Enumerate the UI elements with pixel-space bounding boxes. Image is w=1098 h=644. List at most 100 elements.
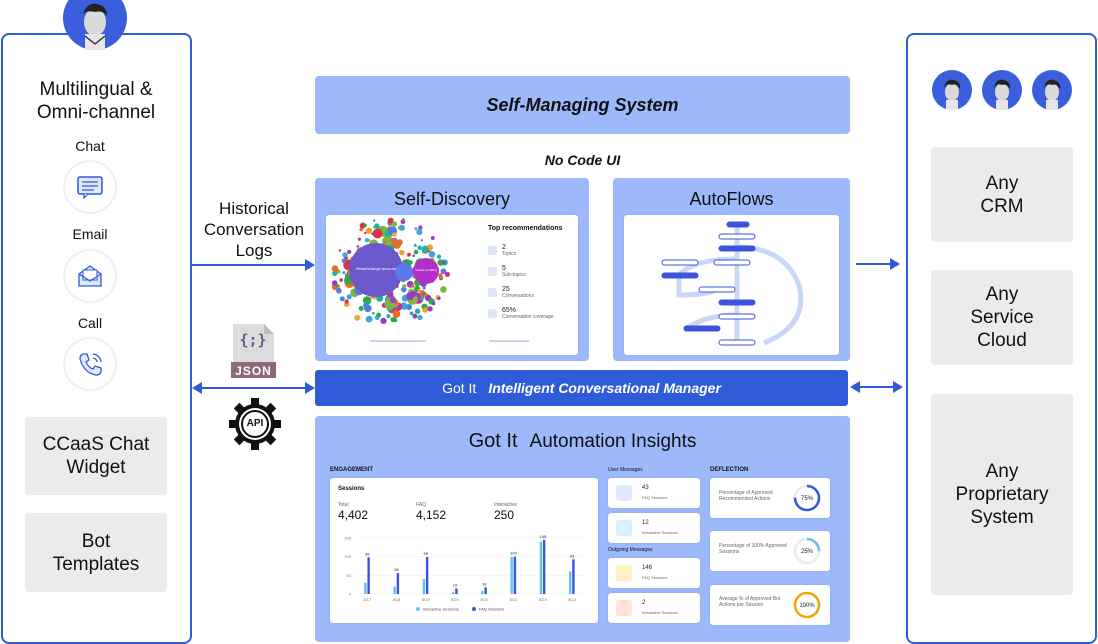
bubble: [356, 245, 360, 248]
any-proprietary-system-card[interactable]: Any Proprietary System: [931, 394, 1073, 595]
insights-header: Got It Automation Insights: [315, 430, 850, 453]
x-tick-label: 8/23: [539, 597, 548, 602]
chat-bubble-icon: [616, 520, 632, 536]
deflection-card-1: Percentage of Approved Recommended Actio…: [710, 478, 830, 518]
any-service-cloud-card[interactable]: Any Service Cloud: [931, 270, 1073, 365]
bubble: [418, 225, 423, 230]
deflection-gauge: 25%: [793, 537, 821, 565]
arrowhead-right-3: [890, 258, 900, 270]
bubble: [363, 223, 367, 227]
bar: [451, 592, 455, 594]
bubble: [365, 315, 373, 323]
bubble-big-label: Reset/change account: [356, 266, 396, 271]
autoflows-preview: [624, 215, 839, 355]
bubble: [342, 252, 348, 258]
data-label: 15: [453, 582, 458, 587]
bubble: [380, 317, 387, 324]
bubble: [359, 227, 363, 232]
bubble: [347, 249, 352, 254]
deflection-card-2: Percentage of 100% Approved Sessions 25%: [710, 531, 830, 571]
top-recommendations-title: Top recommendations: [488, 225, 563, 232]
channel-label-email: Email: [72, 226, 108, 242]
bubble: [402, 284, 407, 289]
bubble: [442, 260, 446, 265]
bubble: [389, 297, 396, 304]
bubble: [422, 286, 426, 290]
bubble: [430, 236, 435, 240]
bubble: [428, 251, 436, 258]
bubble: [392, 310, 401, 318]
data-label: 99: [424, 551, 429, 556]
metric-label: FAQ: [416, 502, 427, 508]
bar: [539, 541, 543, 594]
stat-value: 65%: [502, 307, 517, 314]
bubble: [431, 301, 436, 306]
gauge-value: 25%: [801, 549, 814, 555]
bot-templates-card[interactable]: Bot Templates: [25, 513, 167, 592]
ccaas-chat-widget-card[interactable]: CCaaS Chat Widget: [25, 417, 167, 495]
outgoing-label: FAQ Sessions: [642, 575, 668, 580]
bar: [572, 559, 575, 594]
bubble: [390, 317, 396, 323]
bubble: [392, 240, 401, 249]
data-label: 18: [482, 581, 487, 586]
chat-icon[interactable]: [65, 162, 115, 212]
conversational-manager-bar: Got It Intelligent Conversational Manage…: [315, 370, 848, 406]
bubble: [437, 259, 444, 266]
x-tick-label: 8/17: [363, 597, 372, 602]
stat-label: Sub-topics: [502, 272, 526, 278]
any-crm-card[interactable]: Any CRM: [931, 147, 1073, 242]
bubble: [354, 314, 361, 321]
y-tick-label: 150: [344, 536, 351, 541]
bubble: [413, 243, 417, 247]
question-icon: [616, 485, 632, 501]
stat-value: 5: [502, 265, 506, 272]
email-icon[interactable]: [65, 251, 115, 301]
bubble: [414, 308, 421, 314]
bubble: [392, 232, 397, 237]
discovery-progress-a: [370, 340, 426, 342]
bubble: [376, 312, 382, 318]
bubble: [339, 296, 345, 302]
info-icon: [616, 565, 632, 581]
bar: [542, 539, 546, 594]
arrowhead-left-2: [850, 381, 860, 393]
arrow-manager-bidirectional: [858, 386, 894, 388]
bubble: [436, 254, 442, 259]
bar: [513, 556, 517, 594]
deflection-text: Percentage of 100% Approved Sessions: [719, 543, 787, 555]
x-tick-label: 8/19: [422, 597, 431, 602]
bubble: [422, 293, 426, 296]
bubble: [440, 268, 447, 275]
bubble: [398, 224, 405, 231]
bar: [484, 587, 487, 594]
phone-icon[interactable]: [65, 339, 115, 389]
bubble: [406, 304, 412, 310]
bubble: [401, 286, 407, 293]
self-discovery-title: Self-Discovery: [393, 189, 511, 209]
user-msg-card-faq: 43 FAQ Sessions: [608, 478, 700, 508]
y-tick-label: 50: [347, 573, 352, 578]
bubble: [386, 314, 390, 318]
metric-label: Total: [338, 502, 349, 508]
arrowhead-right-4: [893, 381, 903, 393]
user-msg-card-interactive: 12 Interactive Sessions: [608, 513, 700, 543]
bubble: [400, 302, 408, 310]
autoflows-title: AutoFlows: [689, 189, 774, 209]
y-tick-label: 0: [349, 592, 352, 597]
data-label: 145: [539, 534, 546, 539]
warning-icon: [616, 600, 632, 616]
channel-heading: Multilingual & Omni-channel: [36, 79, 156, 123]
bubble: [332, 270, 338, 277]
stat-label: Conversation coverage: [502, 314, 554, 320]
outgoing-value: 2: [642, 600, 646, 606]
bubble: [390, 238, 396, 243]
bubble: [372, 311, 375, 315]
deflection-text: Average % of Approved Bot Actions per Se…: [719, 596, 781, 608]
stat-value: 25: [502, 286, 510, 293]
user-msg-value: 12: [642, 520, 649, 526]
bar: [393, 586, 396, 594]
arrow-logs-to-discovery: [192, 264, 310, 266]
